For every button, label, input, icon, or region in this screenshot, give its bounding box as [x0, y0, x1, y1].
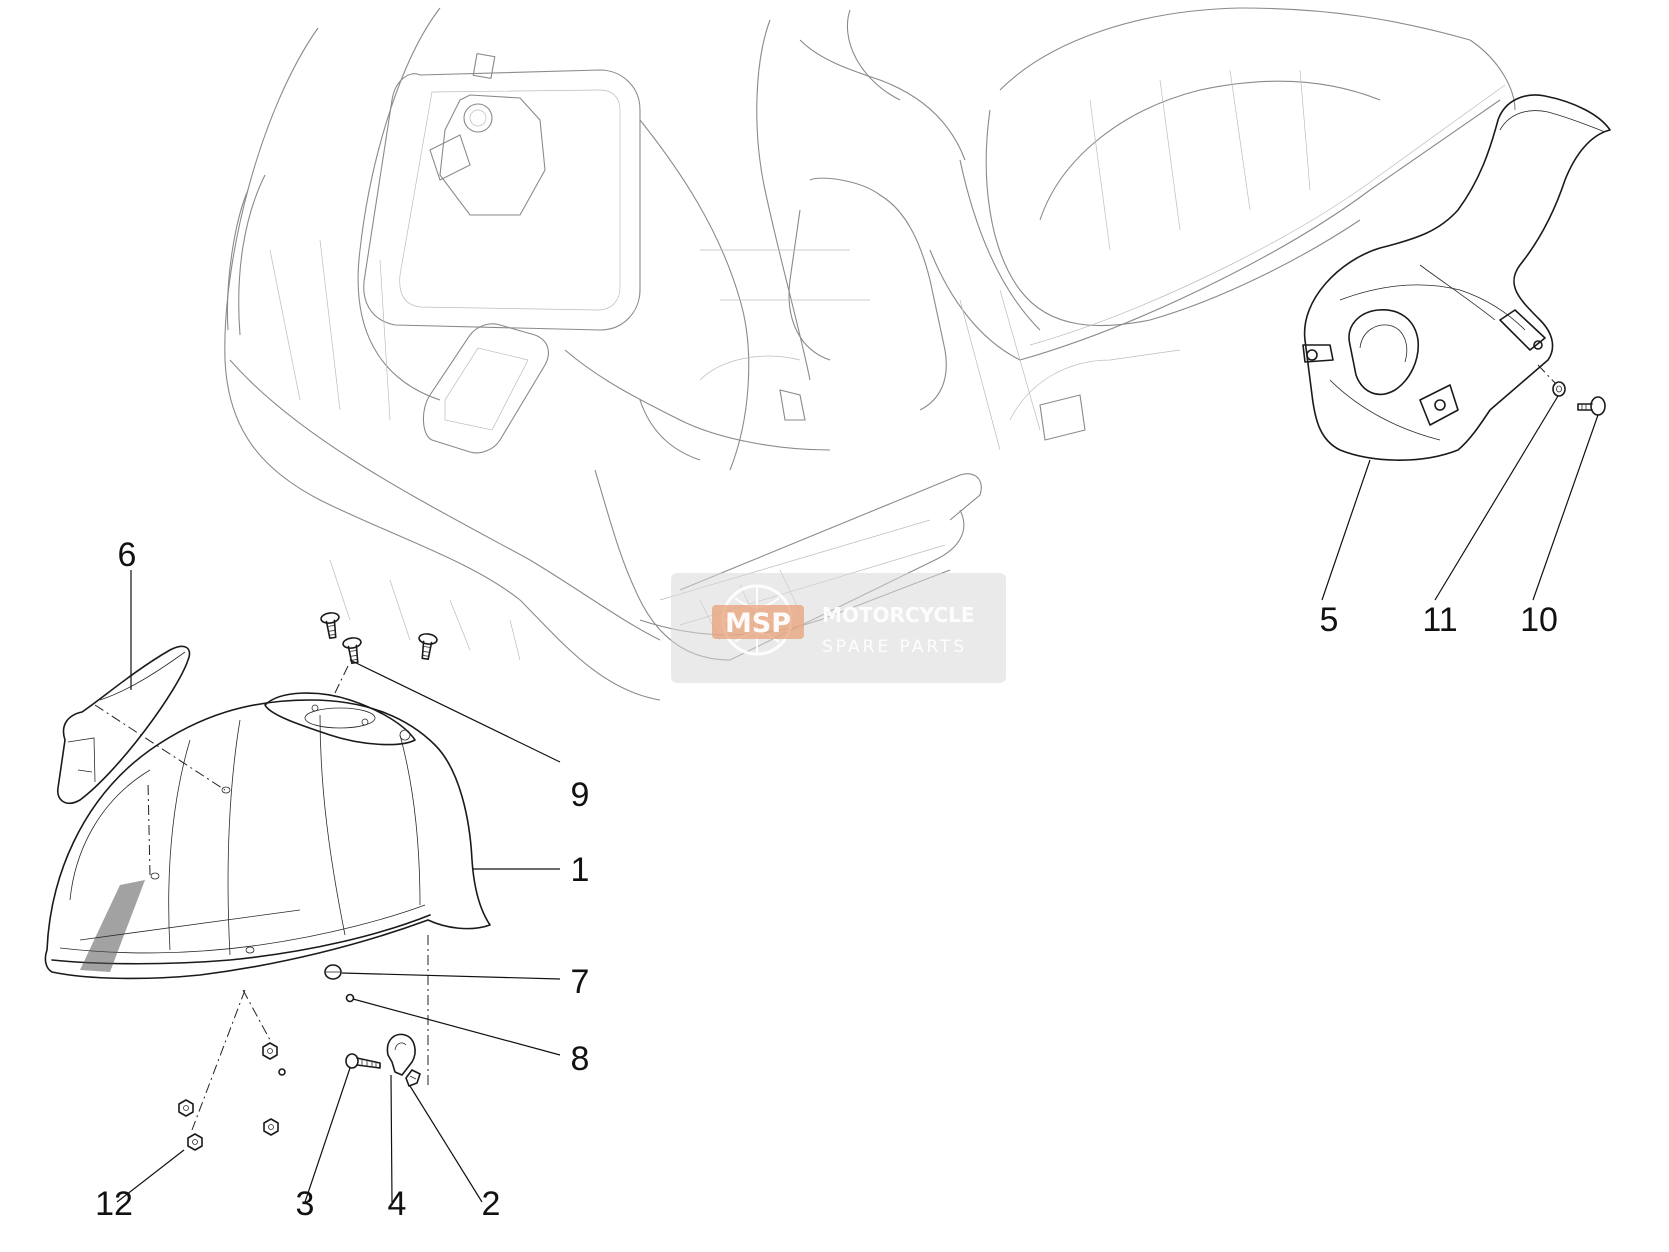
part-3-screw	[345, 1053, 381, 1069]
part-8-screw	[345, 993, 355, 1003]
part-4-cable-clamp	[386, 1033, 416, 1076]
callout-5: 5	[1320, 601, 1339, 639]
callout-10: 10	[1520, 601, 1558, 639]
part-7-clip-nut	[324, 964, 342, 980]
callout-1: 1	[571, 851, 590, 889]
callout-numbers: 1 2 3 4 5 6 7 8 9 10 11 12	[95, 536, 1558, 1223]
part-1-front-mudguard	[44, 692, 491, 980]
callout-4: 4	[388, 1185, 407, 1223]
part-10-screw	[1577, 396, 1606, 416]
callout-12: 12	[95, 1185, 133, 1223]
part-12-nuts	[178, 1042, 286, 1151]
callout-11: 11	[1422, 601, 1457, 639]
watermark: MSP MOTORCYCLE SPARE PARTS	[671, 573, 1006, 683]
watermark-line2: SPARE PARTS	[822, 637, 967, 657]
watermark-logo	[712, 605, 804, 639]
callout-7: 7	[571, 963, 590, 1001]
alignment-lines	[94, 704, 429, 1131]
callout-3: 3	[296, 1185, 315, 1223]
part-9-screws	[320, 612, 438, 696]
part-5-rear-mudguard	[1302, 94, 1611, 461]
callout-9: 9	[571, 776, 590, 814]
leader-lines	[116, 395, 1599, 1203]
callout-8: 8	[571, 1040, 590, 1078]
part-2-clip	[405, 1069, 421, 1087]
watermark-line1: MOTORCYCLE	[822, 603, 974, 627]
alignment-line-rear	[1537, 364, 1557, 385]
part-6-front-badge-cover	[56, 645, 191, 804]
part-11-washer	[1552, 381, 1566, 397]
watermark-logo-text: MSP	[725, 608, 791, 639]
callout-6: 6	[118, 536, 137, 574]
callout-2: 2	[482, 1185, 501, 1223]
